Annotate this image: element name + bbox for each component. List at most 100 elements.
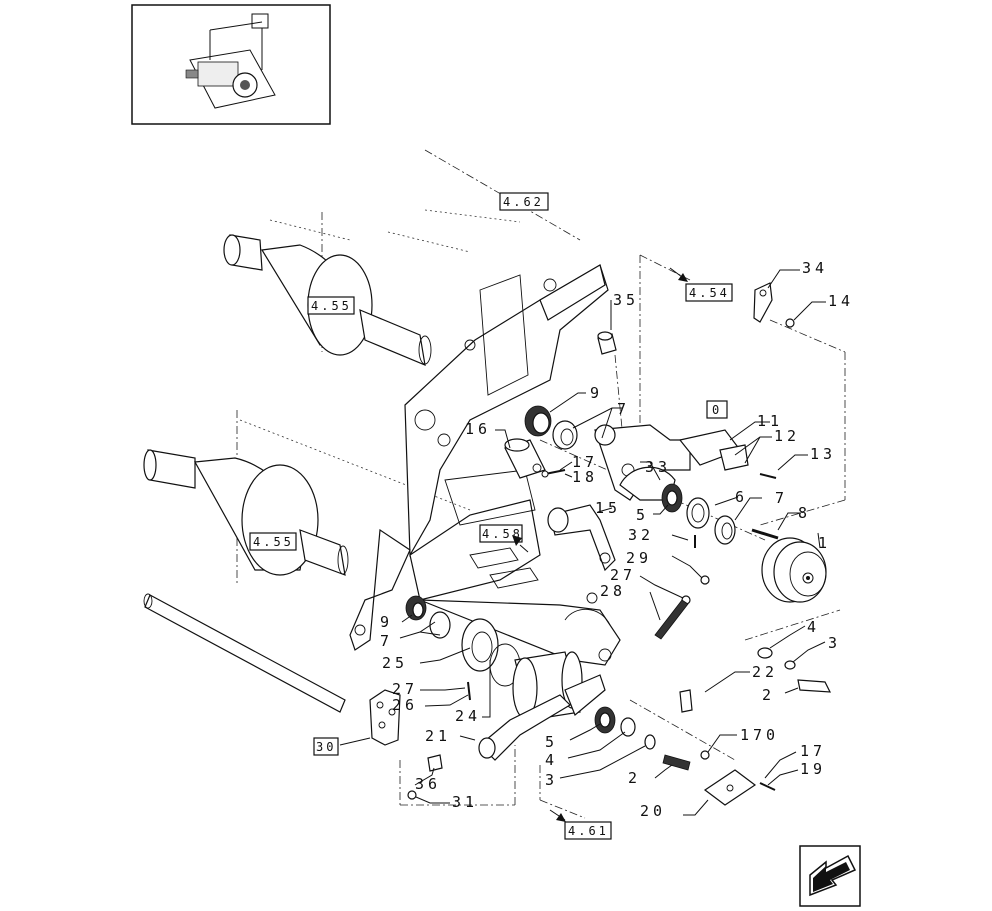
callout-11[interactable]: 11 (757, 412, 783, 430)
callout-36[interactable]: 36 (415, 775, 441, 793)
part-30-plate (369, 689, 401, 746)
part-14-bolt (785, 318, 795, 328)
part-4-washer-lower (620, 717, 636, 737)
callout-15[interactable]: 15 (595, 499, 621, 517)
part-4-washer-right (757, 647, 773, 659)
part-2-bolt-lower (662, 754, 691, 771)
part-3-washer-lower (644, 734, 656, 750)
part-9-upper-bearing (524, 405, 552, 437)
ref-box-4-62[interactable]: 4.62 (499, 192, 549, 211)
callout-28[interactable]: 28 (600, 582, 626, 600)
callout-3-lower[interactable]: 3 (545, 771, 558, 789)
svg-text:4.58: 4.58 (482, 527, 523, 541)
ref-box-4-55-upper[interactable]: 4.55 (307, 296, 355, 315)
thumbnail-inset (131, 4, 331, 125)
callout-13[interactable]: 13 (810, 445, 836, 463)
callout-labels: 1 2 2 3 3 4 4 5 5 6 7 7 7 8 9 9 11 12 13… (380, 259, 854, 820)
callout-27-lower[interactable]: 27 (392, 680, 418, 698)
callout-4-lower[interactable]: 4 (545, 751, 558, 769)
part-2-bolt-right (797, 679, 832, 693)
callout-14[interactable]: 14 (828, 292, 854, 310)
callout-29[interactable]: 29 (626, 549, 652, 567)
ref-box-0[interactable]: 0 (706, 400, 728, 419)
callout-18[interactable]: 18 (572, 468, 598, 486)
callout-7-upper[interactable]: 7 (617, 400, 630, 418)
callout-20[interactable]: 20 (640, 802, 666, 820)
svg-text:4.61: 4.61 (568, 824, 609, 838)
part-5-upper-bearing (661, 483, 683, 513)
callout-35[interactable]: 35 (613, 291, 639, 309)
part-35-bushing (597, 331, 617, 355)
next-page-arrow-icon[interactable] (799, 845, 861, 907)
part-28-threaded-rod (654, 599, 689, 640)
ref-box-4-55-lower[interactable]: 4.55 (249, 532, 297, 551)
svg-text:4.55: 4.55 (253, 535, 294, 549)
callout-16[interactable]: 16 (465, 420, 491, 438)
part-19-screw (759, 782, 776, 791)
part-8-pin (751, 528, 779, 540)
part-13-bolt (759, 473, 777, 479)
callout-2-right[interactable]: 2 (762, 686, 775, 704)
callout-22[interactable]: 22 (752, 663, 778, 681)
callout-7-right[interactable]: 7 (775, 489, 788, 507)
part-1-pulley (761, 537, 827, 603)
callout-170[interactable]: 170 (740, 726, 779, 744)
callout-26[interactable]: 26 (392, 696, 418, 714)
part-31-bolt (407, 790, 417, 800)
svg-text:4.54: 4.54 (689, 286, 730, 300)
callout-2-lower[interactable]: 2 (628, 769, 641, 787)
callout-17-upper[interactable]: 17 (572, 453, 598, 471)
callout-4-right[interactable]: 4 (807, 618, 820, 636)
callout-9-lower[interactable]: 9 (380, 613, 393, 631)
svg-text:4.62: 4.62 (503, 195, 544, 209)
callout-1[interactable]: 1 (818, 534, 831, 552)
svg-text:0: 0 (712, 403, 722, 417)
callout-27-upper[interactable]: 27 (610, 566, 636, 584)
part-22-bolt (679, 689, 693, 713)
part-26-screw (467, 681, 471, 701)
callout-7-lower[interactable]: 7 (380, 632, 393, 650)
ref-arrows (512, 267, 688, 822)
part-15-arm (547, 504, 616, 572)
ref-box-4-61[interactable]: 4.61 (564, 821, 612, 840)
callout-5-upper[interactable]: 5 (636, 506, 649, 524)
ref-box-4-58[interactable]: 4.58 (479, 524, 523, 543)
svg-text:4.55: 4.55 (311, 299, 352, 313)
part-6-ring (686, 497, 710, 529)
callout-9-upper[interactable]: 9 (590, 384, 603, 402)
callout-32[interactable]: 32 (628, 526, 654, 544)
callout-33[interactable]: 33 (645, 458, 671, 476)
callout-5-lower[interactable]: 5 (545, 733, 558, 751)
part-20-cover (703, 769, 757, 806)
ref-box-4-54[interactable]: 4.54 (685, 283, 733, 302)
part-16-bushing (504, 438, 546, 479)
callout-8[interactable]: 8 (798, 504, 811, 522)
callout-19[interactable]: 19 (800, 760, 826, 778)
part-17-18-screw (541, 469, 566, 478)
callout-12[interactable]: 12 (774, 427, 800, 445)
side-frame (349, 264, 621, 666)
part-9-lower-bearing (405, 595, 427, 621)
part-36-bushing (427, 754, 443, 772)
part-34-link (753, 282, 773, 323)
upper-roller (223, 219, 432, 366)
ref-box-30[interactable]: 30 (313, 737, 339, 756)
callout-31[interactable]: 31 (452, 793, 478, 811)
callout-21[interactable]: 21 (425, 727, 451, 745)
callout-34[interactable]: 34 (802, 259, 828, 277)
part-29-nut (700, 575, 710, 585)
part-21-crank-arm (478, 674, 606, 761)
part-25-flange (461, 618, 499, 672)
lower-roller (143, 449, 349, 576)
callout-3-right[interactable]: 3 (828, 634, 841, 652)
thumbnail-machine-icon (185, 13, 276, 109)
callout-25[interactable]: 25 (382, 654, 408, 672)
callout-6[interactable]: 6 (735, 488, 748, 506)
svg-text:30: 30 (316, 740, 336, 754)
part-7-right-ring (714, 515, 736, 545)
part-5-lower-bearing (594, 706, 616, 734)
part-170-nut (700, 750, 710, 760)
callout-24[interactable]: 24 (455, 707, 481, 725)
callout-17-lower[interactable]: 17 (800, 742, 826, 760)
